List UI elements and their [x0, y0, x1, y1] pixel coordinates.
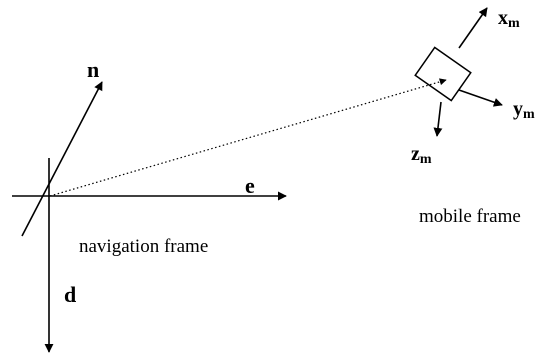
- mobile-x-axis: [458, 7, 488, 49]
- mobile-frame-label: mobile frame: [419, 206, 521, 227]
- down-label: d: [64, 282, 76, 307]
- mobile-x-label: xm: [498, 7, 520, 31]
- mobile-z-label: zm: [411, 143, 432, 167]
- navigation-frame: n e d navigation frame: [12, 57, 287, 353]
- east-label: e: [245, 173, 255, 198]
- mobile-z-axis: [433, 101, 443, 137]
- position-vector: [49, 78, 447, 197]
- north-axis: [21, 81, 103, 237]
- mobile-body-box: [414, 46, 472, 102]
- navigation-frame-label: navigation frame: [79, 236, 208, 257]
- north-label: n: [87, 57, 99, 82]
- mobile-y-label: ym: [513, 98, 535, 122]
- mobile-frame: xm ym zm mobile frame: [411, 7, 535, 227]
- mobile-y-axis: [458, 89, 503, 107]
